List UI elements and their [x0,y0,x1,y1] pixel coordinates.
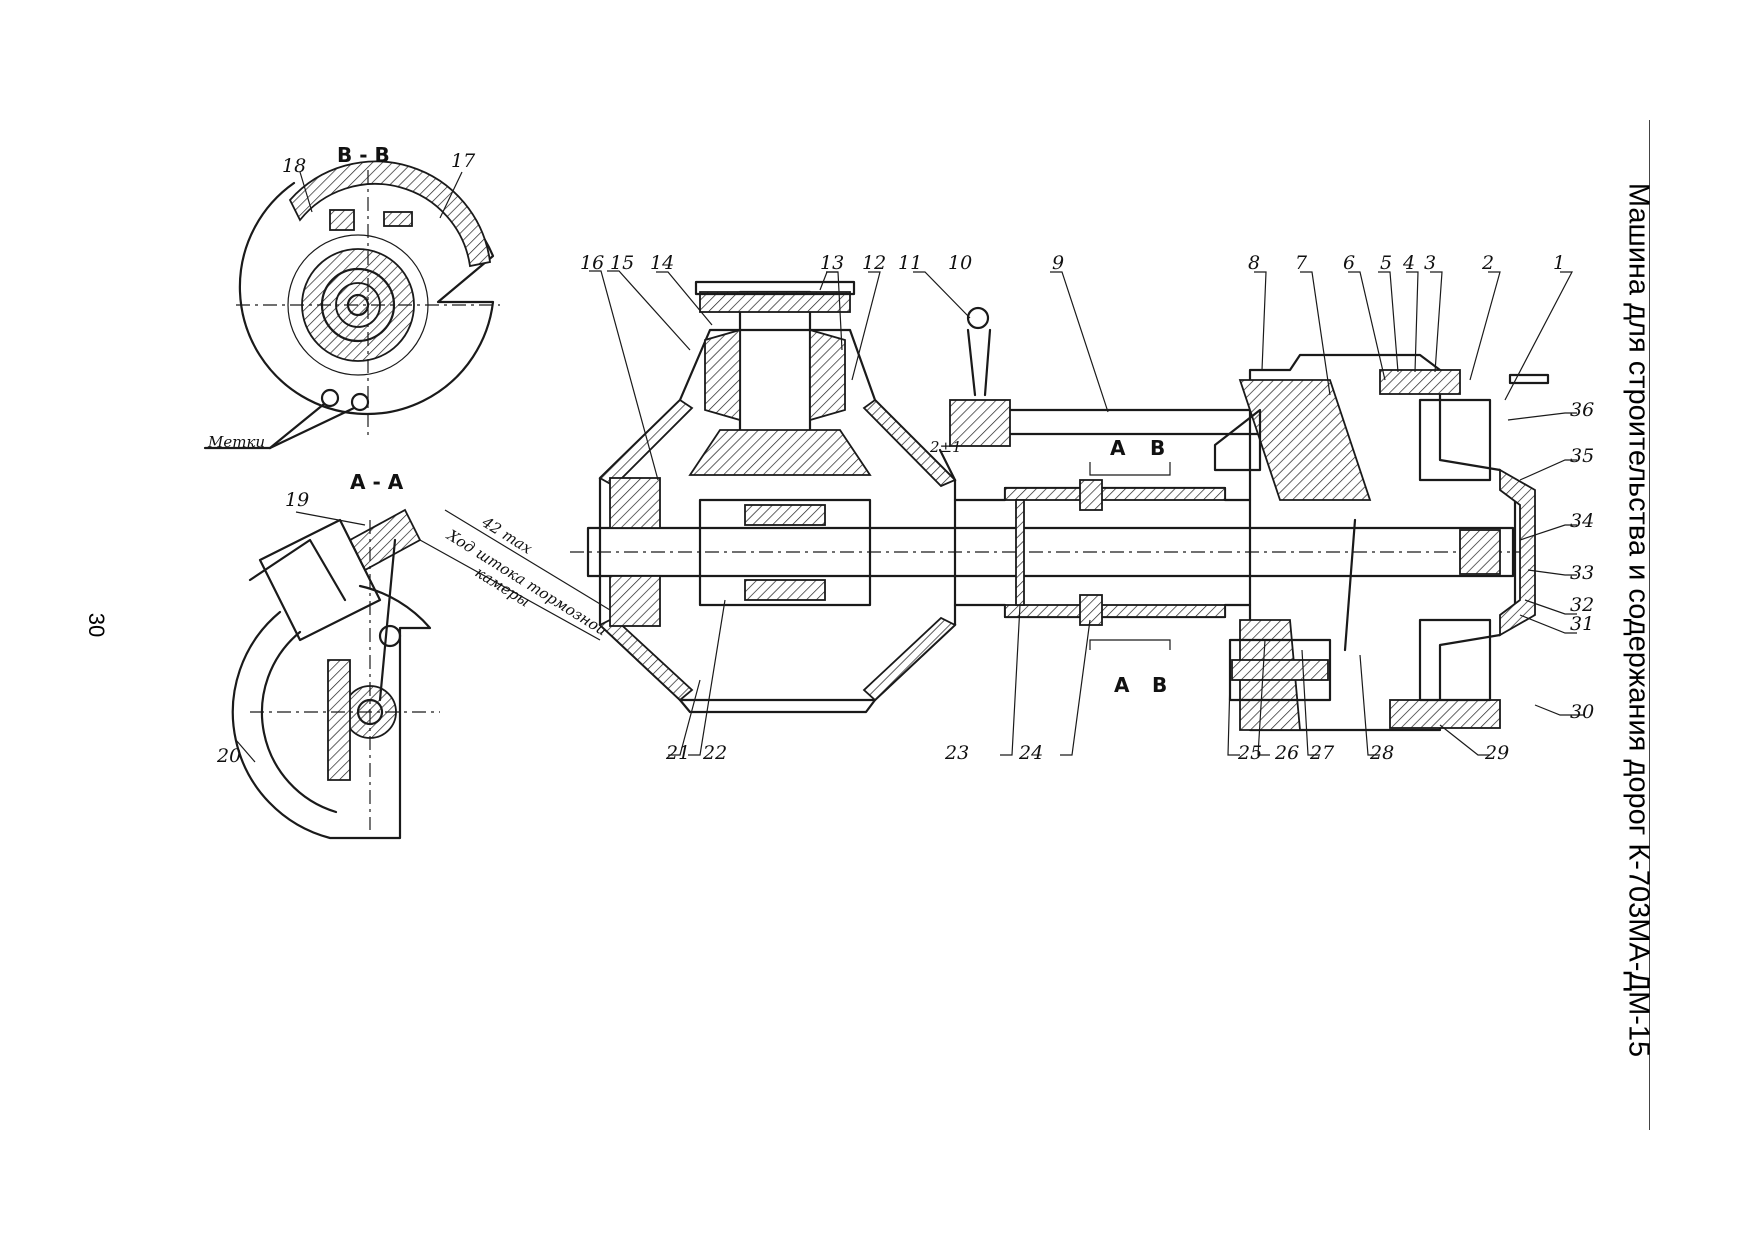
callout-35: 35 [1570,445,1594,467]
callout-13: 13 [820,252,844,274]
callout-31: 31 [1570,613,1594,635]
cut-mark-b-bottom: В [1152,673,1167,697]
callout-36: 36 [1570,399,1594,421]
callout-18: 18 [282,155,306,177]
callout-26: 26 [1274,742,1299,764]
callout-12: 12 [862,252,886,274]
callout-9: 9 [1052,252,1064,274]
callout-34: 34 [1570,510,1594,532]
callout-25: 25 [1237,742,1262,764]
cut-mark-b-top: В [1150,436,1165,460]
callout-numbers: 1 2 3 4 5 6 7 8 9 10 11 12 13 14 15 16 2… [580,252,1594,764]
callout-7: 7 [1295,252,1308,274]
callout-10: 10 [948,252,972,274]
section-aa-title: А - А [350,470,404,494]
document-title: Машина для строительства и содержания до… [1622,182,1655,1058]
callout-32: 32 [1570,594,1594,616]
callout-3: 3 [1424,252,1436,274]
callout-22: 22 [702,742,727,764]
callout-4: 4 [1402,252,1415,274]
callout-24: 24 [1018,742,1043,764]
axle-section-view: А В А В 2±1 [570,280,1550,732]
section-aa-view: А - А 19 20 42 max Ход штока тормозной к… [216,470,610,840]
fit-note: 2±1 [929,438,962,456]
callout-15: 15 [610,252,634,274]
margin-rule [1649,120,1650,1130]
callout-17: 17 [451,150,476,172]
callout-20: 20 [216,745,241,767]
callout-29: 29 [1484,742,1509,764]
callout-14: 14 [650,252,674,274]
callout-28: 28 [1369,742,1394,764]
callout-16: 16 [580,252,604,274]
callout-11: 11 [898,252,922,274]
callout-30: 30 [1570,701,1594,723]
callout-1: 1 [1553,252,1565,274]
callout-leaders [589,270,1585,756]
callout-19: 19 [285,489,309,511]
section-bb-view: В - В Метки 18 17 [203,143,500,451]
cut-mark-a-bottom: А [1114,673,1130,697]
page-number: 30 [84,612,109,638]
callout-23: 23 [944,742,969,764]
marks-label: Метки [207,433,265,451]
callout-5: 5 [1380,252,1392,274]
callout-6: 6 [1343,252,1355,274]
cut-mark-a-top: А [1110,436,1126,460]
callout-27: 27 [1309,742,1335,764]
section-bb-title: В - В [337,143,390,167]
callout-2: 2 [1481,252,1494,274]
callout-33: 33 [1570,562,1594,584]
callout-8: 8 [1248,252,1260,274]
callout-21: 21 [665,742,690,764]
